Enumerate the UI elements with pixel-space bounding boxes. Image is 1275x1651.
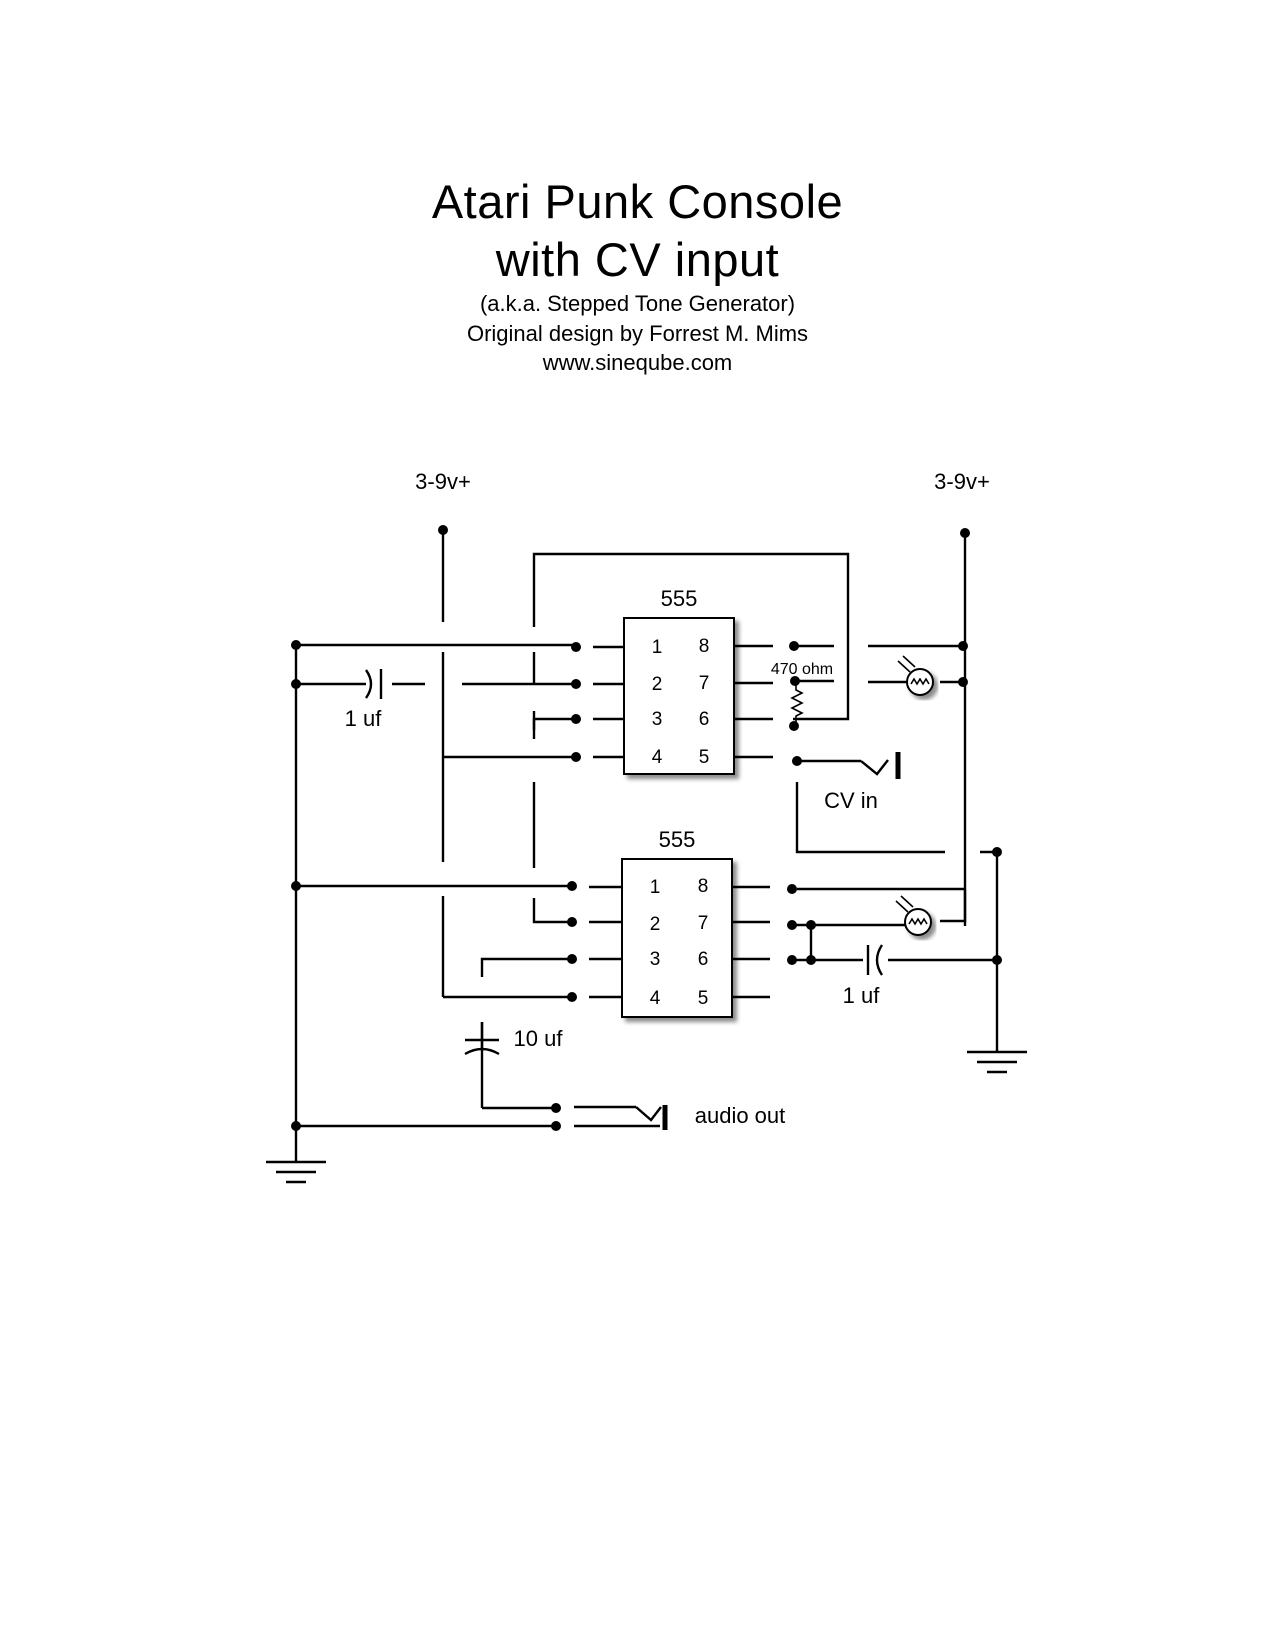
cap-right-label: 1 uf — [843, 983, 881, 1008]
ic-top-pin-6: 6 — [699, 709, 710, 730]
right-supply-rail — [797, 528, 970, 926]
ic-top-pin-1: 1 — [652, 637, 663, 658]
cv-in-label: CV in — [824, 788, 878, 813]
left-supply-rail — [438, 525, 574, 999]
ic-bottom-pin-3: 3 — [650, 949, 661, 970]
ic-bottom-pin-1: 1 — [650, 877, 661, 898]
audio-out-jack — [551, 1103, 668, 1131]
ic-top-pin-2: 2 — [652, 674, 663, 695]
left-ground-rail — [291, 640, 574, 1162]
subtitle-aka: (a.k.a. Stepped Tone Generator) — [479, 291, 796, 316]
capacitor-left-1uf — [296, 669, 574, 699]
ic-top-pin-4: 4 — [652, 747, 663, 768]
subtitle-credit: Original design by Forrest M. Mims — [466, 321, 809, 346]
cv-in-jack — [795, 752, 945, 854]
ic-top-pin-8: 8 — [699, 636, 710, 657]
ic-top-label: 555 — [661, 586, 698, 611]
ldr-top — [868, 655, 934, 696]
ground-symbol-left — [266, 1160, 326, 1184]
ic-bottom-pin-stubs — [567, 881, 816, 1002]
capacitor-output-10uf — [464, 1022, 556, 1110]
resistor-label: 470 ohm — [771, 661, 833, 678]
supply-right-label: 3-9v+ — [934, 469, 990, 494]
feedback-wire-top — [532, 552, 850, 924]
ic-top-pin-3: 3 — [652, 709, 663, 730]
subtitle-website: www.sineqube.com — [542, 350, 733, 375]
ic-top-555 — [623, 617, 735, 775]
ic-bottom-pin-8: 8 — [698, 876, 709, 897]
ic-bottom-pin-6: 6 — [698, 949, 709, 970]
ground-symbol-right — [967, 1050, 1027, 1074]
ic-bottom-pin-4: 4 — [650, 988, 661, 1009]
ic-top-pin-7: 7 — [699, 673, 710, 694]
supply-left-label: 3-9v+ — [415, 469, 471, 494]
capacitor-right-1uf — [792, 925, 997, 976]
audio-out-label: audio out — [695, 1103, 786, 1128]
right-ground-rail — [980, 847, 1002, 1052]
title-line-2: with CV input — [495, 233, 780, 286]
title-line-1: Atari Punk Console — [431, 175, 844, 228]
cap-left-label: 1 uf — [345, 706, 383, 731]
ic-bottom-label: 555 — [659, 827, 696, 852]
ic-bottom-pin-2: 2 — [650, 914, 661, 935]
ldr-bottom — [792, 895, 932, 936]
ic-bottom-pin-7: 7 — [698, 913, 709, 934]
ic-bottom-pin-5: 5 — [698, 988, 709, 1009]
cap-output-label: 10 uf — [514, 1026, 564, 1051]
resistor-470ohm — [790, 644, 834, 726]
ic-top-pin-5: 5 — [699, 747, 710, 768]
ic-bottom-555 — [621, 858, 733, 1018]
